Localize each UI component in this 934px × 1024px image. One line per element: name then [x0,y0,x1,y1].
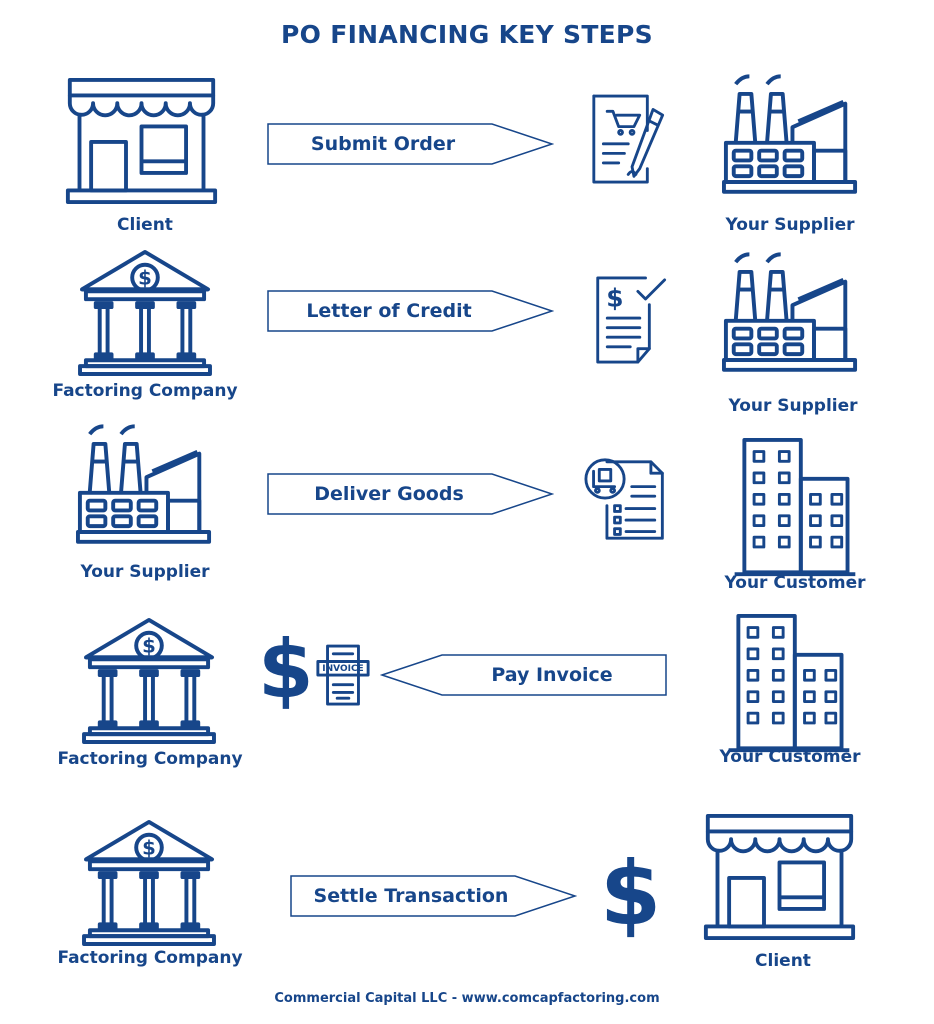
your-customer-label: Your Customer [719,747,861,767]
factoring-company-label: Factoring Company [57,749,243,769]
your-supplier-label: Your Supplier [728,396,858,416]
pay-invoice-arrow: Pay Invoice [380,653,668,697]
pay-invoice-label: Pay Invoice [491,664,613,686]
settle-transaction-label: Settle Transaction [313,885,509,907]
footer-credit: Commercial Capital LLC - www.comcapfacto… [274,991,660,1006]
page-title: PO FINANCING KEY STEPS [281,20,653,49]
invoice-icon-text: INVOICE [322,664,364,674]
factory-icon [76,422,213,550]
approved-document-icon [592,272,678,368]
your-supplier-label: Your Supplier [80,562,210,582]
storefront-icon [64,78,219,204]
office-building-icon [724,612,852,758]
client-label: Client [117,215,173,235]
factoring-company-label: Factoring Company [52,381,238,401]
bank-icon [80,818,218,946]
your-supplier-label: Your Supplier [725,215,855,235]
submit-order-label: Submit Order [310,133,456,155]
dollar-sign-icon: $ [258,623,314,716]
deliver-goods-label: Deliver Goods [314,483,464,505]
bank-icon [76,248,214,376]
letter-of-credit-arrow: Letter of Credit [266,289,554,333]
office-building-icon [730,436,858,582]
client-label: Client [755,951,811,971]
factory-icon [722,72,859,200]
delivery-checklist-icon [584,452,670,548]
storefront-icon [702,812,857,942]
purchase-order-icon [590,92,676,188]
submit-order-arrow: Submit Order [266,122,554,166]
settle-transaction-arrow: Settle Transaction [289,874,577,918]
letter-of-credit-label: Letter of Credit [306,300,472,322]
factory-icon [722,250,859,378]
bank-icon [80,616,218,744]
your-customer-label: Your Customer [724,573,866,593]
invoice-icon [314,642,372,710]
dollar-sign-icon: $ [600,842,662,945]
deliver-goods-arrow: Deliver Goods [266,472,554,516]
factoring-company-label: Factoring Company [57,948,243,968]
